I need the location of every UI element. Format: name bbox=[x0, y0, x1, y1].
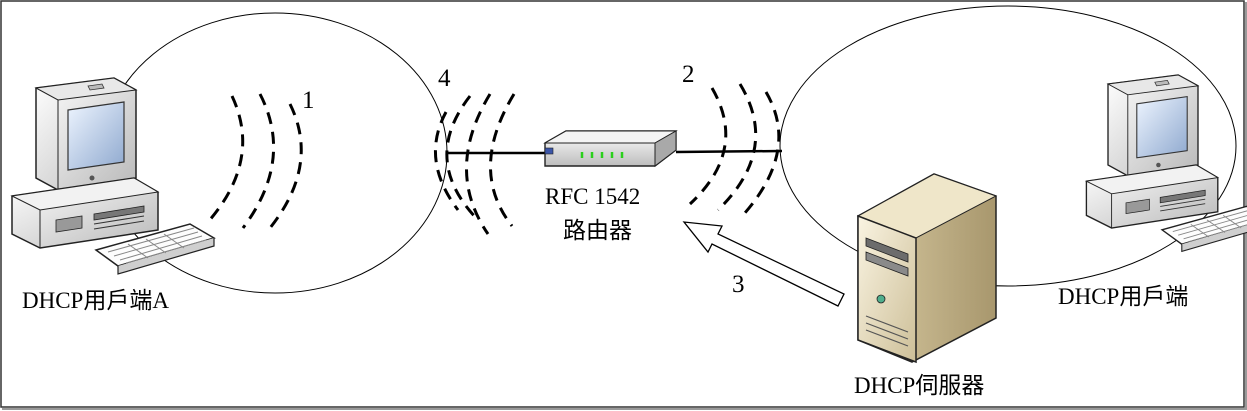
router-label-line2: 路由器 bbox=[563, 218, 632, 244]
client-a-label: DHCP用戶端A bbox=[22, 288, 169, 313]
broadcast-waves-4 bbox=[434, 93, 516, 235]
right-network-ellipse bbox=[779, 5, 1237, 287]
router-icon bbox=[543, 130, 678, 168]
reply-arrow bbox=[682, 221, 845, 307]
broadcast-waves-1 bbox=[206, 93, 303, 229]
server-label: DHCP伺服器 bbox=[854, 373, 984, 398]
step-1-label: 1 bbox=[302, 87, 315, 114]
router-label-line1: RFC 1542 bbox=[545, 184, 640, 209]
step-2-label: 2 bbox=[682, 61, 695, 88]
step-4-label: 4 bbox=[438, 65, 451, 92]
step-3-label: 3 bbox=[732, 271, 745, 298]
right-link-line bbox=[675, 149, 783, 154]
client-b-label: DHCP用戶端 bbox=[1058, 284, 1188, 309]
server-tower-icon bbox=[856, 173, 998, 364]
broadcast-waves-2 bbox=[688, 83, 781, 215]
